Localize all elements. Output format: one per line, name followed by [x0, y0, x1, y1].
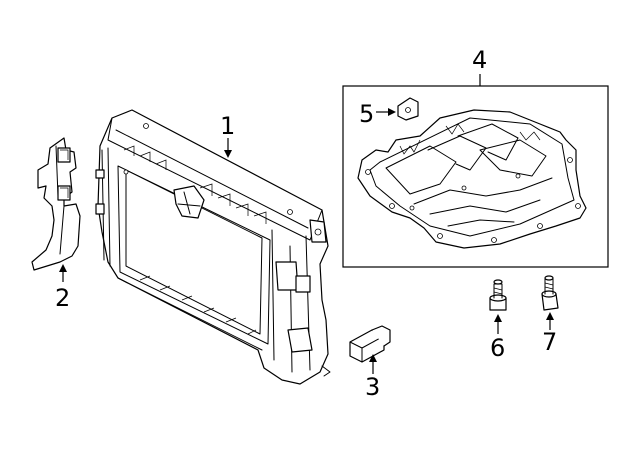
part-7-bolt[interactable]	[541, 275, 559, 311]
part-6-bolt[interactable]	[489, 279, 507, 311]
part-1-radiator-support[interactable]	[95, 109, 331, 385]
part-4-frame	[342, 85, 609, 268]
callout-6: 6	[490, 334, 505, 362]
part-5-clip[interactable]	[397, 97, 419, 121]
callout-1: 1	[220, 112, 235, 140]
leader-lines	[59, 74, 554, 374]
callout-5: 5	[359, 100, 374, 128]
callout-2: 2	[55, 284, 70, 312]
part-4-splash-shield[interactable]	[357, 109, 587, 249]
callout-3: 3	[365, 373, 380, 401]
callout-7: 7	[542, 328, 557, 356]
callout-4: 4	[472, 46, 487, 74]
part-2-air-guide[interactable]	[31, 137, 81, 271]
part-3-sensor[interactable]	[349, 325, 391, 363]
